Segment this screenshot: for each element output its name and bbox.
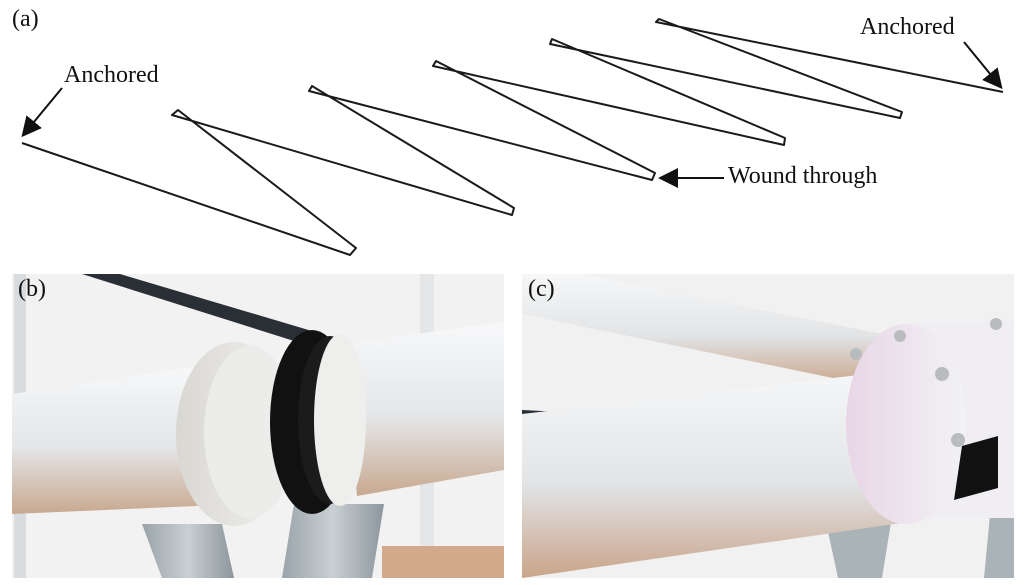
wound-through-annotation: Wound through [728, 163, 878, 189]
anchored-left-arrow [21, 87, 63, 138]
bolt [935, 367, 949, 381]
tube [342, 322, 504, 496]
base-plate [382, 546, 504, 578]
anchored-left-annotation: Anchored [64, 62, 159, 88]
panel-c-render: (c) [522, 274, 1014, 578]
support-leg [142, 524, 234, 578]
panel-c-label: (c) [528, 276, 555, 302]
cable-winding-diagram [21, 18, 1004, 256]
bolt [951, 433, 965, 447]
flange [314, 334, 366, 506]
tube-belt-illustration [12, 274, 504, 578]
hub-flange [846, 324, 966, 524]
anchored-right-arrow [963, 41, 1003, 90]
bolt [990, 318, 1002, 330]
belt-strap [82, 274, 322, 346]
tube-junction-illustration [522, 274, 1014, 578]
tube [522, 370, 922, 578]
anchored-right-annotation: Anchored [860, 14, 955, 40]
panel-b-label: (b) [18, 276, 46, 302]
support-leg [282, 504, 384, 578]
tube [522, 274, 882, 386]
panel-a-label: (a) [12, 6, 39, 32]
panel-b-render: (b) [12, 274, 504, 578]
bolt [850, 348, 862, 360]
cable-path [21, 18, 1004, 256]
bolt [894, 330, 906, 342]
belt-band [954, 436, 998, 500]
